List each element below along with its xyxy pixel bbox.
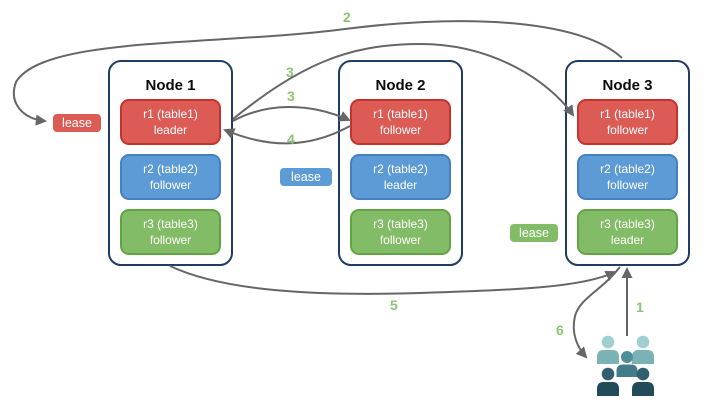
- replica-name: r3 (table3): [600, 217, 655, 231]
- step-label-4: 4: [287, 131, 295, 147]
- person-icon: [597, 335, 619, 364]
- step-label-2: 2: [343, 9, 351, 25]
- replica-name: r2 (table2): [143, 162, 198, 176]
- node-2: Node 2 r1 (table1) follower r2 (table2) …: [338, 60, 463, 266]
- replica-r1: r1 (table1) follower: [577, 99, 678, 145]
- person-icon: [632, 335, 654, 364]
- replica-role: follower: [606, 123, 649, 137]
- replica-role: follower: [606, 178, 649, 192]
- lease-label-table1: lease: [51, 112, 103, 134]
- replica-r3: r3 (table3) leader: [577, 209, 678, 255]
- person-icon: [597, 367, 619, 396]
- node-3: Node 3 r1 (table1) follower r2 (table2) …: [565, 60, 690, 266]
- arrow-step-2-node3-to-lease: [13, 20, 623, 126]
- replica-name: r1 (table1): [373, 107, 428, 121]
- replica-role: leader: [153, 123, 188, 137]
- arrow-step-3-node1-to-node2: [232, 106, 351, 122]
- node-title: Node 2: [375, 76, 426, 94]
- step-label-3b: 3: [287, 88, 295, 104]
- replica-role: follower: [149, 233, 192, 247]
- node-title: Node 1: [145, 76, 196, 94]
- node-1: Node 1 r1 (table1) leader r2 (table2) fo…: [108, 60, 233, 266]
- step-label-1: 1: [636, 299, 644, 315]
- replica-role: leader: [610, 233, 645, 247]
- replica-name: r3 (table3): [143, 217, 198, 231]
- replica-name: r2 (table2): [373, 162, 428, 176]
- person-icon: [632, 367, 654, 396]
- node-title: Node 3: [602, 76, 653, 94]
- replica-role: leader: [383, 178, 418, 192]
- replica-name: r2 (table2): [600, 162, 655, 176]
- replica-r2: r2 (table2) follower: [577, 154, 678, 200]
- person-icon: [616, 351, 638, 377]
- lease-label-table2: lease: [278, 166, 334, 188]
- step-label-5: 5: [390, 297, 398, 313]
- replica-r2: r2 (table2) follower: [120, 154, 221, 200]
- replica-r3: r3 (table3) follower: [350, 209, 451, 255]
- step-label-6: 6: [556, 322, 564, 338]
- replica-name: r3 (table3): [373, 217, 428, 231]
- replica-role: follower: [379, 123, 422, 137]
- lease-label-table3: lease: [508, 222, 560, 244]
- replica-role: follower: [379, 233, 422, 247]
- replica-r3: r3 (table3) follower: [120, 209, 221, 255]
- replica-r1: r1 (table1) follower: [350, 99, 451, 145]
- step-label-3a: 3: [286, 64, 294, 80]
- replica-name: r1 (table1): [600, 107, 655, 121]
- replica-role: follower: [149, 178, 192, 192]
- replica-name: r1 (table1): [143, 107, 198, 121]
- replica-r1: r1 (table1) leader: [120, 99, 221, 145]
- arrow-step-5-node1-to-node3: [169, 265, 617, 295]
- user-group-icon: [597, 335, 654, 396]
- replica-r2: r2 (table2) leader: [350, 154, 451, 200]
